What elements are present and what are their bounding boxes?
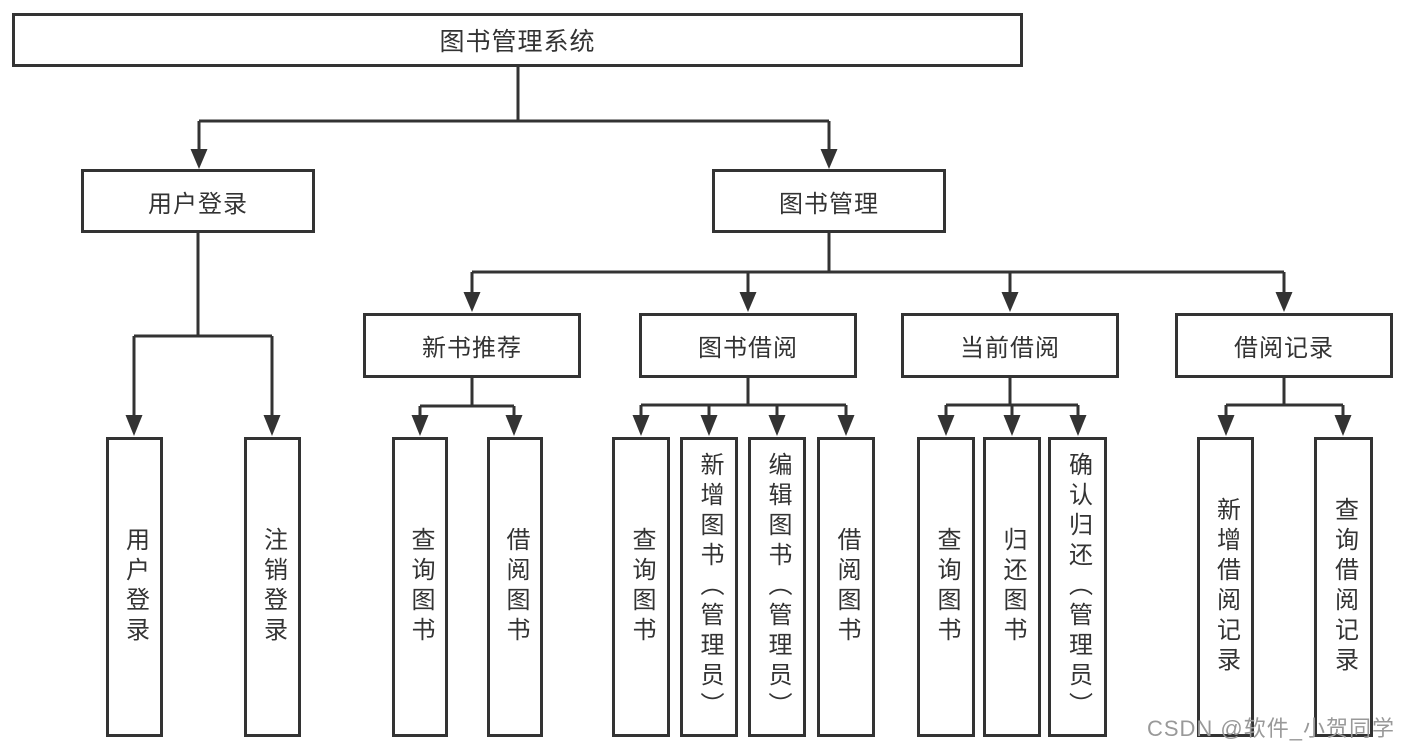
node-label: 编辑图书（管理员） <box>764 452 791 722</box>
node-current-borrowing: 当前借阅 <box>901 313 1119 378</box>
leaf-user-login: 用户登录 <box>106 437 163 737</box>
leaf-borrow-book-1: 借阅图书 <box>487 437 543 737</box>
leaf-query-book-1: 查询图书 <box>392 437 448 737</box>
node-borrowing-records: 借阅记录 <box>1175 313 1393 378</box>
leaf-query-book-3: 查询图书 <box>917 437 975 737</box>
node-label: 当前借阅 <box>960 335 1060 362</box>
leaf-return-book: 归还图书 <box>983 437 1041 737</box>
node-book-management: 图书管理 <box>712 169 946 233</box>
node-label: 借阅图书 <box>833 527 860 647</box>
leaf-edit-book-admin: 编辑图书（管理员） <box>748 437 806 737</box>
node-label: 查询图书 <box>628 527 655 647</box>
leaf-confirm-return-admin: 确认归还（管理员） <box>1048 437 1107 737</box>
node-label: 借阅图书 <box>502 527 529 647</box>
leaf-borrow-book-2: 借阅图书 <box>817 437 875 737</box>
node-label: 新增图书（管理员） <box>696 452 723 722</box>
node-label: 借阅记录 <box>1234 335 1334 362</box>
node-label: 注销登录 <box>259 527 287 647</box>
node-book-borrowing: 图书借阅 <box>639 313 857 378</box>
node-label: 图书管理系统 <box>439 28 596 56</box>
node-library-system: 图书管理系统 <box>12 13 1023 67</box>
node-label: 用户登录 <box>148 190 248 218</box>
leaf-logout: 注销登录 <box>244 437 301 737</box>
node-label: 新书推荐 <box>422 335 522 362</box>
leaf-add-book-admin: 新增图书（管理员） <box>680 437 738 737</box>
node-label: 查询借阅记录 <box>1330 497 1358 677</box>
node-label: 查询图书 <box>933 527 960 647</box>
node-label: 确认归还（管理员） <box>1064 452 1092 722</box>
node-label: 用户登录 <box>121 527 149 647</box>
leaf-add-borrow-record: 新增借阅记录 <box>1197 437 1254 737</box>
node-label: 归还图书 <box>999 527 1026 647</box>
node-label: 图书借阅 <box>698 335 798 362</box>
node-label: 查询图书 <box>407 527 434 647</box>
leaf-query-book-2: 查询图书 <box>612 437 670 737</box>
node-new-book-recommendation: 新书推荐 <box>363 313 581 378</box>
csdn-watermark: CSDN @软件_小贺同学 <box>1146 716 1395 741</box>
leaf-query-borrow-record: 查询借阅记录 <box>1314 437 1373 737</box>
node-user-login: 用户登录 <box>81 169 315 233</box>
node-label: 新增借阅记录 <box>1212 497 1240 677</box>
node-label: 图书管理 <box>779 190 879 218</box>
